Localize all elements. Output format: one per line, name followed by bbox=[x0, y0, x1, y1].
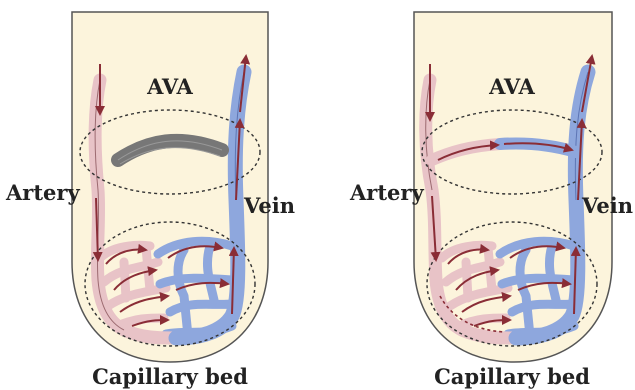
artery-label: Artery bbox=[349, 180, 424, 205]
ava-label: AVA bbox=[488, 74, 535, 99]
artery-label: Artery bbox=[5, 180, 80, 205]
panel-ava-closed: AVA Artery Vein Capillary bed bbox=[5, 12, 295, 389]
capillary-bed-label: Capillary bed bbox=[434, 364, 590, 389]
capillary-bed-label: Capillary bed bbox=[92, 364, 248, 389]
vein-label: Vein bbox=[243, 193, 295, 218]
ava-label: AVA bbox=[146, 74, 193, 99]
vein-label: Vein bbox=[581, 193, 633, 218]
panel-ava-open: AVA Artery Vein Capillary bed bbox=[349, 12, 633, 389]
